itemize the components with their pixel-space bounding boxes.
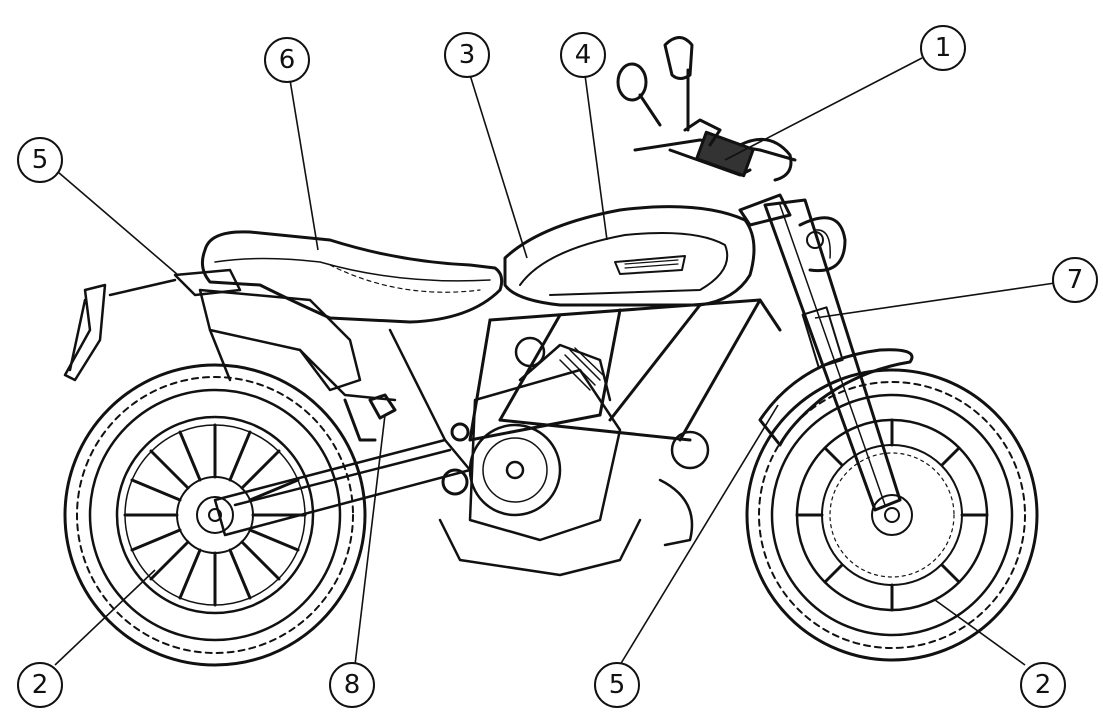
callout-6: 6 [264, 37, 310, 83]
leader-2b [934, 599, 1026, 666]
footrest [343, 393, 470, 496]
leader-2a [54, 569, 156, 666]
front-fender [758, 348, 914, 447]
leader-4 [584, 74, 608, 241]
callout-1-label: 1 [935, 33, 952, 63]
callout-8: 8 [329, 662, 375, 708]
front-wheel [745, 368, 1039, 662]
callout-6-label: 6 [279, 45, 296, 75]
callout-3-label: 3 [459, 40, 476, 70]
handlebar [616, 36, 797, 182]
motorcycle-illustration [63, 36, 1039, 667]
callout-2-rear-label: 2 [32, 670, 49, 700]
callout-5-rear-label: 5 [32, 145, 49, 175]
headlight [798, 216, 847, 273]
leader-1 [724, 57, 923, 161]
callout-8-label: 8 [344, 670, 361, 700]
leader-7 [814, 282, 1056, 319]
rear-wheel [63, 363, 367, 667]
callout-4: 4 [560, 32, 606, 78]
callout-4-label: 4 [575, 40, 592, 70]
callout-7-label: 7 [1067, 265, 1084, 295]
leader-5a [57, 171, 179, 276]
callout-2-rear: 2 [17, 662, 63, 708]
callout-2-front-label: 2 [1035, 670, 1052, 700]
engine [438, 336, 710, 577]
leader-lines [54, 57, 1056, 666]
leader-5b [619, 404, 779, 666]
seat [200, 230, 504, 324]
leader-3 [469, 74, 528, 259]
callout-5-front-label: 5 [609, 670, 626, 700]
callout-2-front: 2 [1020, 662, 1066, 708]
frame [388, 298, 782, 442]
leader-8 [354, 414, 386, 666]
fuel-tank [503, 205, 756, 307]
callout-5-front: 5 [594, 662, 640, 708]
callout-7: 7 [1052, 257, 1098, 303]
front-fork [738, 193, 902, 512]
callout-5-rear: 5 [17, 137, 63, 183]
rear-subframe [63, 268, 397, 402]
callout-3: 3 [444, 32, 490, 78]
leader-6 [289, 79, 319, 251]
callout-1: 1 [920, 25, 966, 71]
